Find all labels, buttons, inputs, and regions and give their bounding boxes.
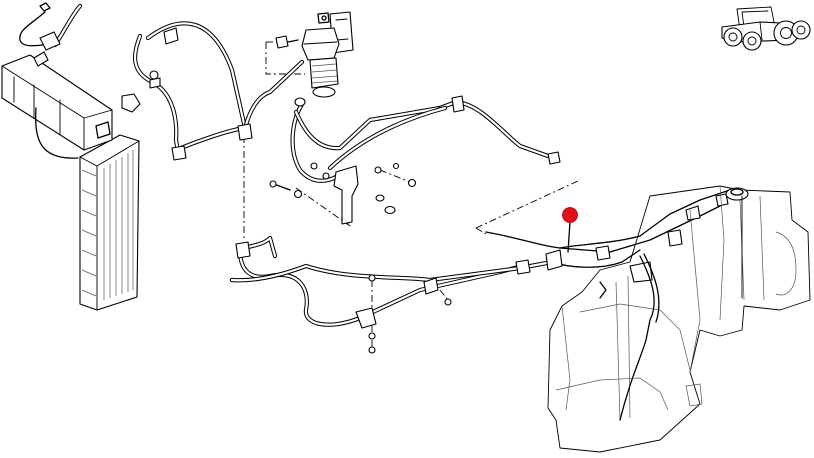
- return-line-top-left: [19, 2, 83, 159]
- red-callout-dot[interactable]: [562, 207, 578, 223]
- tractor-thumbnail-icon: [721, 6, 811, 51]
- fuel-cooler-radiator: [1, 54, 140, 311]
- fuel-filter-assembly: [265, 11, 354, 98]
- callout-marker: [562, 207, 578, 253]
- fuel-tank-assembly: [547, 185, 811, 453]
- fasteners: [121, 27, 729, 354]
